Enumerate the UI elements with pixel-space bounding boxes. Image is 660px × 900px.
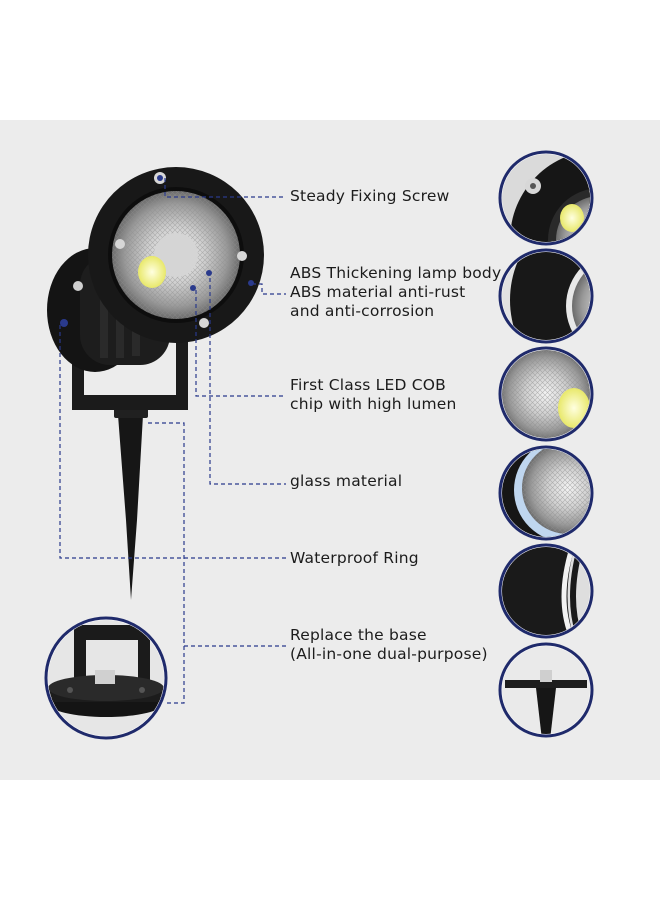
label-waterproof-ring: Waterproof Ring (290, 549, 419, 568)
label-lamp-body: ABS Thickening lamp body ABS material an… (290, 264, 501, 321)
detail-circle-body (498, 248, 594, 344)
label-replace-base-line2: (All-in-one dual-purpose) (290, 645, 488, 663)
detail-circle-glass (498, 445, 594, 541)
label-replace-base-line1: Replace the base (290, 626, 427, 644)
label-waterproof-ring-text: Waterproof Ring (290, 549, 419, 567)
label-led-chip-line1: First Class LED COB (290, 376, 446, 394)
detail-circle-ring (498, 543, 594, 639)
label-glass-text: glass material (290, 472, 403, 490)
label-lamp-body-line2: ABS material anti-rust (290, 283, 466, 301)
label-replace-base: Replace the base (All-in-one dual-purpos… (290, 626, 488, 664)
detail-circle-led (498, 346, 594, 442)
label-led-chip: First Class LED COB chip with high lumen (290, 376, 457, 414)
base-inset (44, 616, 168, 740)
leader-lines (59, 178, 286, 704)
detail-circle-screw (498, 150, 594, 246)
label-fixing-screw: Steady Fixing Screw (290, 187, 449, 206)
lamp-product (47, 167, 264, 600)
label-led-chip-line2: chip with high lumen (290, 395, 457, 413)
label-fixing-screw-text: Steady Fixing Screw (290, 187, 450, 205)
label-lamp-body-line1: ABS Thickening lamp body (290, 264, 502, 282)
label-glass: glass material (290, 472, 402, 491)
label-lamp-body-line3: and anti-corrosion (290, 302, 435, 320)
detail-circle-base (498, 642, 594, 738)
